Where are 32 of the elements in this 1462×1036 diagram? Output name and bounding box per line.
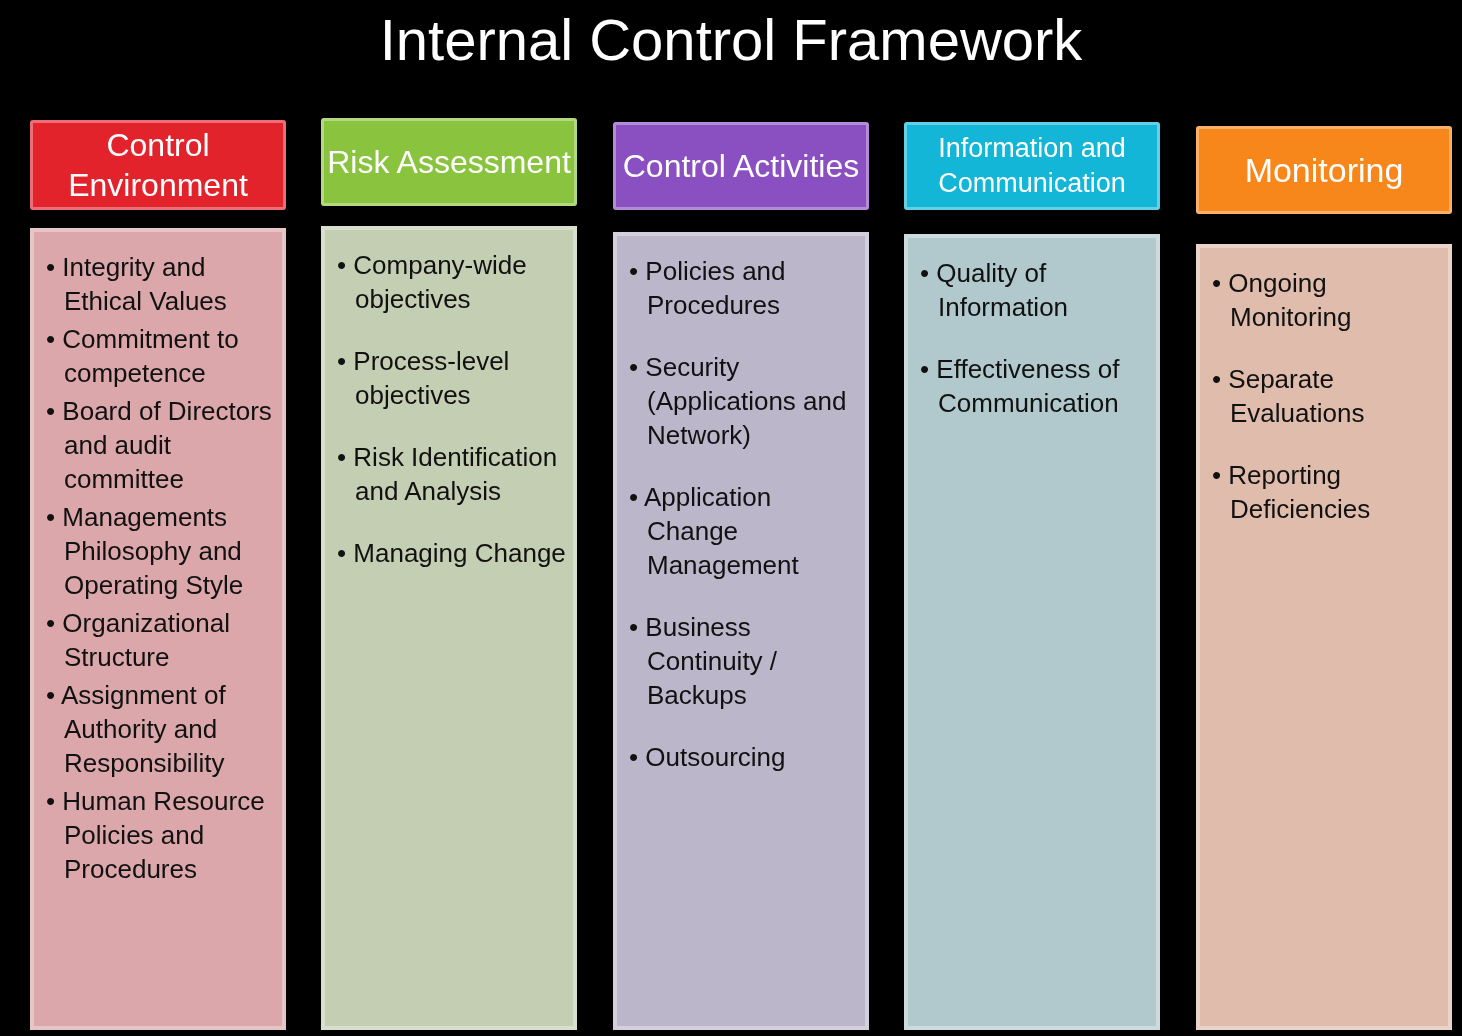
bullet-item: • Quality of Information	[920, 257, 1070, 324]
bullet-item: • Reporting Deficiencies	[1212, 459, 1372, 526]
bullet-item: • Business Continuity / Backups	[629, 611, 779, 712]
category-panel	[1196, 244, 1452, 1030]
bullet-item: • Application Change Management	[629, 481, 800, 582]
category-header: Monitoring	[1196, 126, 1452, 214]
bullet-item: • Commitment to competence	[46, 323, 240, 390]
bullet-item: • Separate Evaluations	[1212, 363, 1366, 430]
category-panel	[613, 232, 869, 1030]
bullet-item: • Ongoing Monitoring	[1212, 267, 1353, 334]
bullet-item: • Integrity and Ethical Values	[46, 251, 228, 318]
bullet-item: • Company-wide objectives	[337, 249, 528, 316]
bullet-item: • Risk Identification and Analysis	[337, 441, 559, 508]
bullet-item: • Managements Philosophy and Operating Style	[46, 501, 245, 602]
category-header: Information and Communication	[904, 122, 1160, 210]
bullet-item: • Human Resource Policies and Procedures	[46, 785, 266, 886]
category-header: Control Activities	[613, 122, 869, 210]
bullet-item: • Effectiveness of Communication	[920, 353, 1121, 420]
category-panel	[321, 226, 577, 1030]
category-header: Risk Assessment	[321, 118, 577, 206]
title: Internal Control Framework	[378, 6, 1084, 74]
bullet-item: • Security (Applications and Network)	[629, 351, 848, 452]
category-panel	[904, 234, 1160, 1030]
category-header: Control Environment	[30, 120, 286, 210]
bullet-item: • Process-level objectives	[337, 345, 511, 412]
bullet-item: • Policies and Procedures	[629, 255, 787, 322]
bullet-item: • Managing Change	[337, 537, 566, 570]
bullet-item: • Assignment of Authority and Responsibility	[46, 679, 227, 780]
bullet-item: • Outsourcing	[629, 741, 787, 774]
category-panel	[30, 228, 286, 1030]
bullet-item: • Organizational Structure	[46, 607, 231, 674]
bullet-item: • Board of Directors and audit committee	[46, 395, 273, 496]
